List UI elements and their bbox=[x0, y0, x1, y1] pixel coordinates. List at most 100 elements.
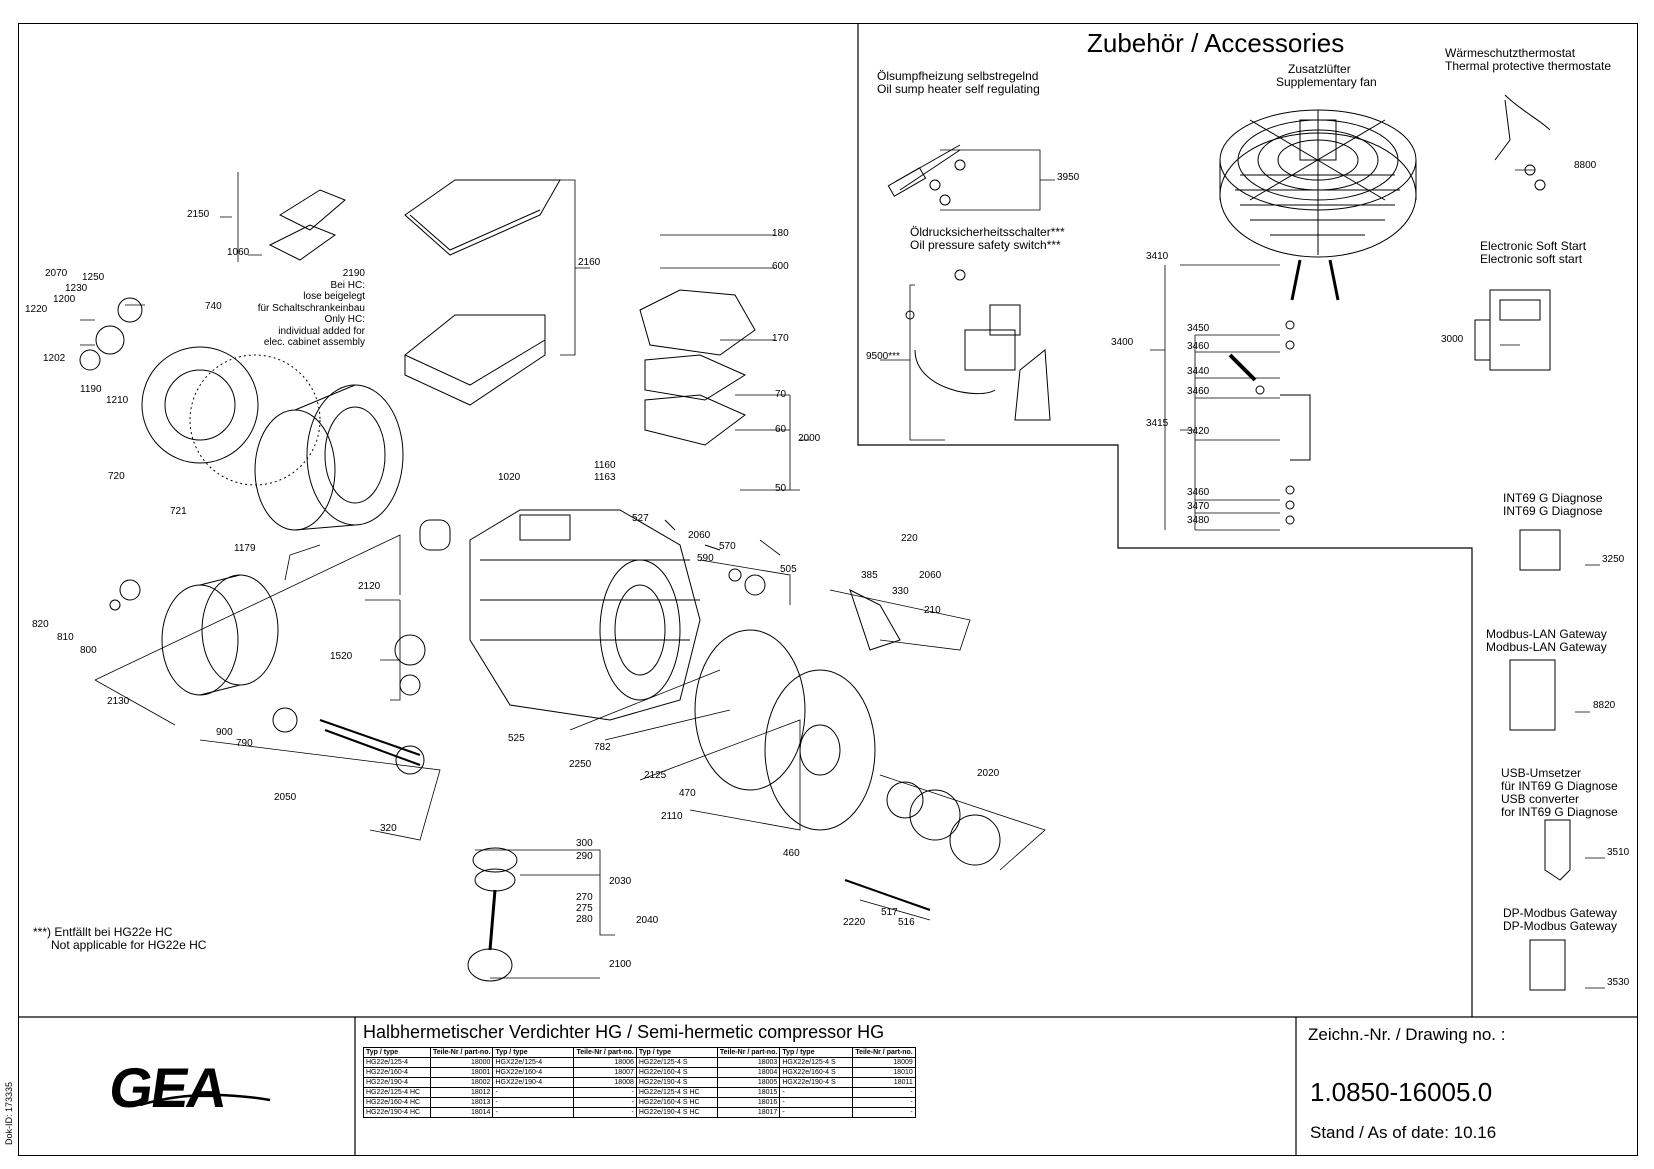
part-label: 2070 bbox=[45, 268, 68, 279]
gea-logo-swoosh bbox=[139, 1093, 271, 1107]
oil-sump-heater-drawing bbox=[887, 144, 966, 206]
part-label: 210 bbox=[924, 605, 941, 616]
type-table: Typ / type Teile-Nr / part-no. Typ / typ… bbox=[363, 1047, 916, 1118]
part-label: 320 bbox=[380, 823, 397, 834]
part-label: 1179 bbox=[234, 543, 256, 554]
part-label: 3440 bbox=[1187, 366, 1210, 377]
part-label: 170 bbox=[772, 333, 789, 344]
accessories-title: Zubehör / Accessories bbox=[1087, 28, 1345, 58]
part-label: 1230 bbox=[65, 283, 88, 294]
part-label: 1250 bbox=[82, 272, 105, 283]
part-label: 290 bbox=[576, 851, 593, 862]
table-header-cell: Teile-Nr / part-no. bbox=[716, 1047, 781, 1058]
part-label: 3250 bbox=[1602, 554, 1625, 565]
part-label: 8820 bbox=[1593, 700, 1616, 711]
part-label: 2125 bbox=[644, 770, 667, 781]
dp-modbus-drawing bbox=[1529, 939, 1566, 991]
part-label: 3480 bbox=[1187, 515, 1210, 526]
part-label: 720 bbox=[108, 471, 125, 482]
part-label: 740 bbox=[205, 301, 222, 312]
part-label: 1520 bbox=[330, 651, 353, 662]
part-label: 3510 bbox=[1607, 847, 1630, 858]
part-label: 3415 bbox=[1146, 418, 1169, 429]
part-label: 790 bbox=[236, 738, 253, 749]
oil-pressure-switch-drawing bbox=[905, 269, 1051, 421]
part-label: 1210 bbox=[106, 395, 129, 406]
part-label: 3470 bbox=[1187, 501, 1210, 512]
table-header-cell: Teile-Nr / part-no. bbox=[429, 1047, 494, 1058]
part-label: 2000 bbox=[798, 433, 821, 444]
part-label: 2220 bbox=[843, 917, 866, 928]
oil-pressure-switch-label: Öldrucksicherheitsschalter***Oil pressur… bbox=[910, 225, 1065, 252]
usb-converter-drawing bbox=[1544, 819, 1571, 881]
part-label: 2250 bbox=[569, 759, 592, 770]
part-label: 3950 bbox=[1057, 172, 1080, 183]
table-header-cell: Typ / type bbox=[492, 1047, 575, 1058]
part-label: 517 bbox=[881, 907, 898, 918]
part-label: 2100 bbox=[609, 959, 632, 970]
part-label: 2050 bbox=[274, 792, 297, 803]
soft-start-drawing bbox=[1474, 289, 1551, 371]
part-label: 525 bbox=[508, 733, 525, 744]
drawing-number: 1.0850-16005.0 bbox=[1310, 1077, 1493, 1107]
part-label: 1202 bbox=[43, 353, 66, 364]
part-label: 2120 bbox=[358, 581, 381, 592]
part-label: 50 bbox=[775, 483, 787, 494]
part-label: 280 bbox=[576, 914, 593, 925]
part-label: 70 bbox=[775, 389, 787, 400]
part-label: 2160 bbox=[578, 257, 601, 268]
part-label: 3460 bbox=[1187, 487, 1210, 498]
part-label: 570 bbox=[719, 541, 736, 552]
part-label: 3420 bbox=[1187, 426, 1210, 437]
part-label: 2060 bbox=[688, 530, 711, 541]
part-label: 9500*** bbox=[866, 351, 900, 362]
part-label: 300 bbox=[576, 838, 593, 849]
part-label: 2040 bbox=[636, 915, 659, 926]
supplementary-fan-drawing bbox=[1219, 109, 1417, 301]
table-header-cell: Typ / type bbox=[363, 1047, 431, 1058]
drawing-number-label: Zeichn.-Nr. / Drawing no. : bbox=[1308, 1025, 1506, 1044]
part-label: 470 bbox=[679, 788, 696, 799]
part-label: 3530 bbox=[1607, 977, 1630, 988]
table-header-cell: Typ / type bbox=[779, 1047, 854, 1058]
drawing-title: Halbhermetischer Verdichter HG / Semi-he… bbox=[363, 1022, 885, 1042]
part-label: 330 bbox=[892, 586, 909, 597]
part-label: 516 bbox=[898, 917, 915, 928]
part-label: 385 bbox=[861, 570, 878, 581]
part-label: 900 bbox=[216, 727, 233, 738]
thermostat-drawing bbox=[1494, 94, 1551, 191]
part-label: 527 bbox=[632, 513, 649, 524]
part-label: 460 bbox=[783, 848, 800, 859]
part-label: 2060 bbox=[919, 570, 942, 581]
fan-bracket-kit-drawing bbox=[1228, 320, 1311, 525]
part-label: 3000 bbox=[1441, 334, 1464, 345]
part-label: 2020 bbox=[977, 768, 1000, 779]
part-label: 3450 bbox=[1187, 323, 1210, 334]
part-label: 3460 bbox=[1187, 341, 1210, 352]
drawing-frame bbox=[18, 23, 1638, 1156]
revision-date: Stand / As of date: 10.16 bbox=[1310, 1123, 1497, 1142]
part-label: 2130 bbox=[107, 696, 130, 707]
part-label: 600 bbox=[772, 261, 789, 272]
table-header-cell: Teile-Nr / part-no. bbox=[852, 1047, 916, 1058]
part-label: 820 bbox=[32, 619, 49, 630]
part-label: 3460 bbox=[1187, 386, 1210, 397]
modbus-lan-drawing bbox=[1509, 659, 1556, 731]
doc-id: Dok-ID: 173335 bbox=[4, 1081, 14, 1145]
part-label: 1020 bbox=[498, 472, 521, 483]
table-header-cell: Typ / type bbox=[635, 1047, 718, 1058]
part-label: 275 bbox=[576, 903, 593, 914]
table-header-cell: Teile-Nr / part-no. bbox=[573, 1047, 637, 1058]
